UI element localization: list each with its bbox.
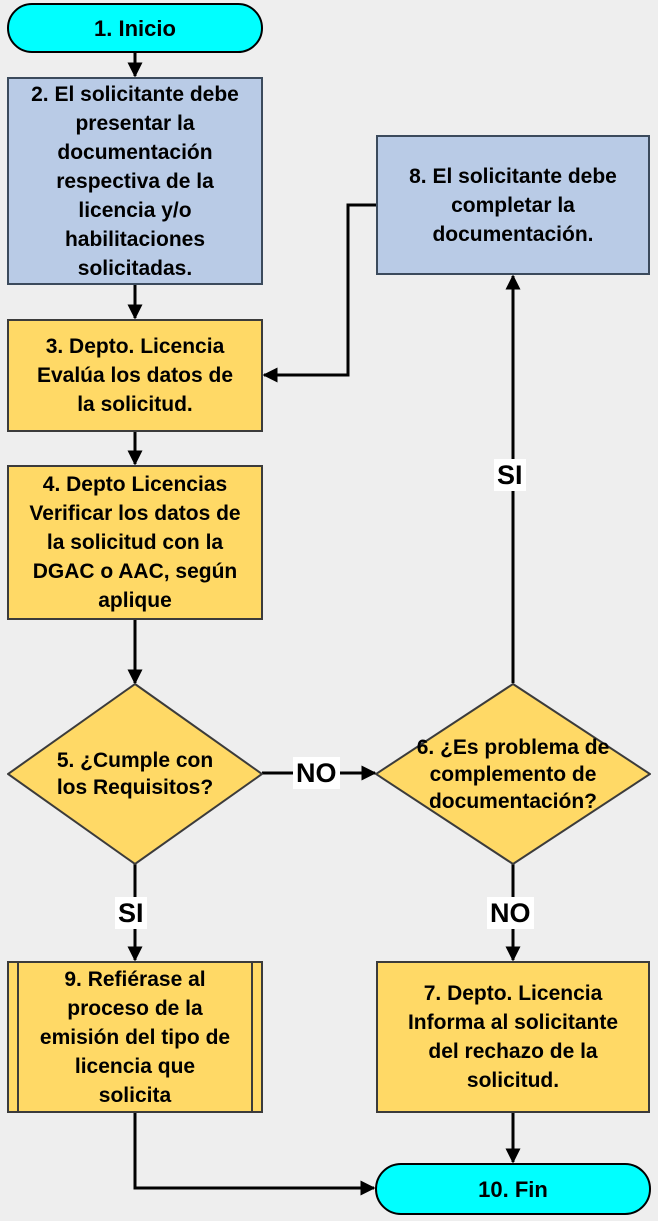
node-inform-rejection: 7. Depto. Licencia Informa al solicitant… — [376, 961, 650, 1113]
node-submit-documentation: 2. El solicitante debe presentar la docu… — [7, 77, 263, 285]
edge-label-si: SI — [494, 459, 526, 491]
edge-8-3 — [262, 203, 376, 383]
node-evaluate-request: 3. Depto. Licencia Evalúa los datos de l… — [7, 319, 263, 432]
decision-meets-requirements: 5. ¿Cumple con los Requisitos? — [7, 683, 263, 865]
decision-shape — [7, 683, 263, 865]
node-complete-documentation: 8. El solicitante debe completar la docu… — [376, 135, 650, 275]
decision-documentation-problem: 6. ¿Es problema de complemento de docume… — [375, 683, 651, 865]
node-end: 10. Fin — [375, 1163, 651, 1215]
edge-label-no: NO — [487, 897, 534, 929]
edge-label-si: SI — [115, 897, 147, 929]
node-refer-to-issuance-process: 9. Refiérase al proceso de la emisión de… — [7, 961, 263, 1113]
edge-9-10 — [133, 1113, 376, 1196]
edge-label-no: NO — [293, 757, 340, 789]
decision-documentation-problem-label: 6. ¿Es problema de complemento de docume… — [416, 735, 610, 813]
decision-shape — [375, 683, 651, 865]
decision-meets-requirements-label: 5. ¿Cumple con los Requisitos? — [56, 749, 214, 799]
node-start: 1. Inicio — [7, 3, 263, 53]
node-verify-with-dgac: 4. Depto Licencias Verificar los datos d… — [7, 465, 263, 620]
